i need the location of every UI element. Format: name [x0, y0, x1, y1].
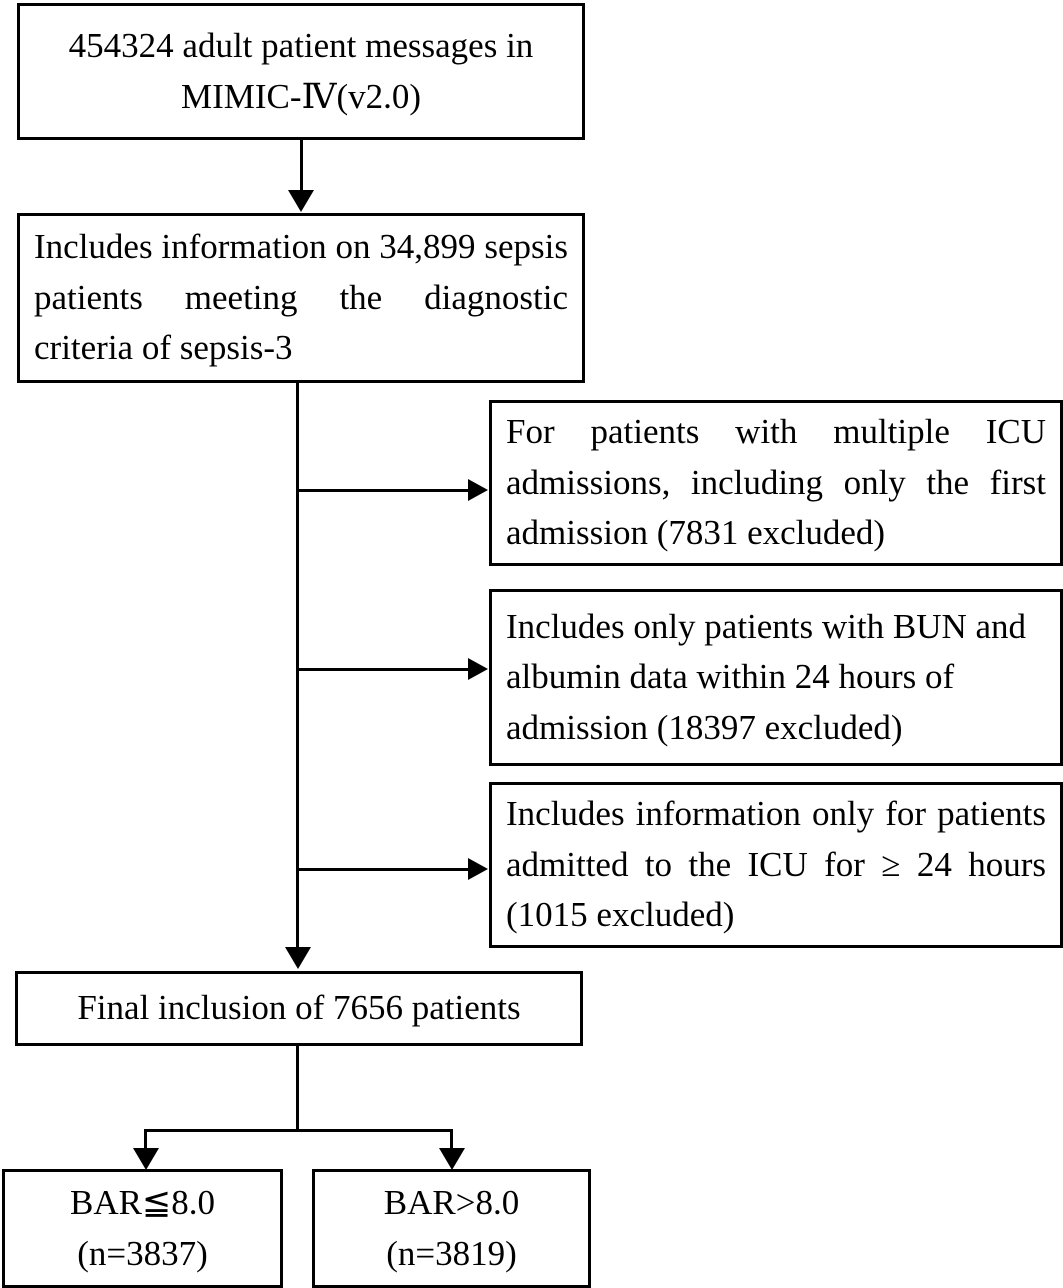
node-group-bar-high: BAR>8.0 (n=3819): [312, 1169, 591, 1288]
sepsis-cohort-text: Includes information on 34,899 sepsis pa…: [34, 227, 568, 368]
node-source-cohort: 454324 adult patient messages in MIMIC-Ⅳ…: [17, 3, 585, 140]
source-cohort-line2: MIMIC-Ⅳ(v2.0): [180, 76, 422, 116]
split-bar: [144, 1129, 453, 1132]
node-group-bar-low: BAR≦8.0 (n=3837): [2, 1169, 283, 1288]
arrowhead-group-high: [439, 1148, 465, 1170]
node-exclusion-los: Includes information only for patients a…: [489, 782, 1063, 948]
main-spine: [296, 383, 299, 949]
arrowhead-source-to-sepsis: [288, 190, 314, 212]
source-cohort-line1: 454324 adult patient messages in: [68, 26, 534, 66]
node-exclusion-labs: Includes only patients with BUN and albu…: [489, 589, 1063, 766]
node-exclusion-first-admission: For patients with multiple ICU admission…: [489, 400, 1063, 566]
connector-source-to-sepsis: [300, 140, 303, 192]
final-cohort-text: Final inclusion of 7656 patients: [77, 988, 521, 1028]
connector-final-to-split: [296, 1046, 299, 1132]
node-sepsis-cohort: Includes information on 34,899 sepsis pa…: [17, 213, 585, 383]
connector-split-to-group-low: [144, 1129, 147, 1155]
group-low-line2: (n=3837): [77, 1233, 208, 1273]
node-final-cohort: Final inclusion of 7656 patients: [15, 971, 583, 1046]
branch-line-first-admission: [296, 489, 470, 492]
arrowhead-spine-to-final: [285, 947, 311, 969]
exclusion-labs-text: Includes only patients with BUN and albu…: [506, 606, 1027, 747]
branch-line-labs: [296, 668, 470, 671]
arrowhead-los: [468, 858, 488, 880]
arrowhead-labs: [468, 658, 488, 680]
group-low-line1: BAR≦8.0: [69, 1183, 216, 1223]
exclusion-los-text: Includes information only for patients a…: [506, 794, 1046, 935]
group-high-line1: BAR>8.0: [383, 1183, 520, 1223]
arrowhead-group-low: [133, 1148, 159, 1170]
branch-line-los: [296, 868, 470, 871]
connector-split-to-group-high: [450, 1129, 453, 1155]
arrowhead-first-admission: [468, 479, 488, 501]
group-high-line2: (n=3819): [386, 1233, 517, 1273]
exclusion-first-admission-text: For patients with multiple ICU admission…: [506, 412, 1046, 553]
